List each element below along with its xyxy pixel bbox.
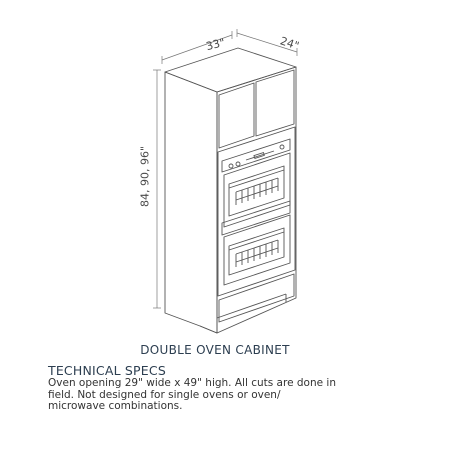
height-dimension-label: 84, 90, 96" (138, 145, 152, 208)
diagram-caption: DOUBLE OVEN CABINET (140, 343, 290, 357)
specs-body: Oven opening 29" wide x 49" high. All cu… (48, 377, 336, 412)
bottom-drawer (218, 273, 295, 323)
upper-oven (221, 138, 291, 228)
lower-oven (221, 200, 291, 286)
specs-title: TECHNICAL SPECS (48, 363, 166, 378)
dimension-lines (153, 29, 298, 309)
cabinet-body (164, 47, 297, 334)
oven-surround (217, 126, 296, 297)
upper-doors (218, 69, 295, 149)
cabinet-drawing (153, 29, 298, 334)
